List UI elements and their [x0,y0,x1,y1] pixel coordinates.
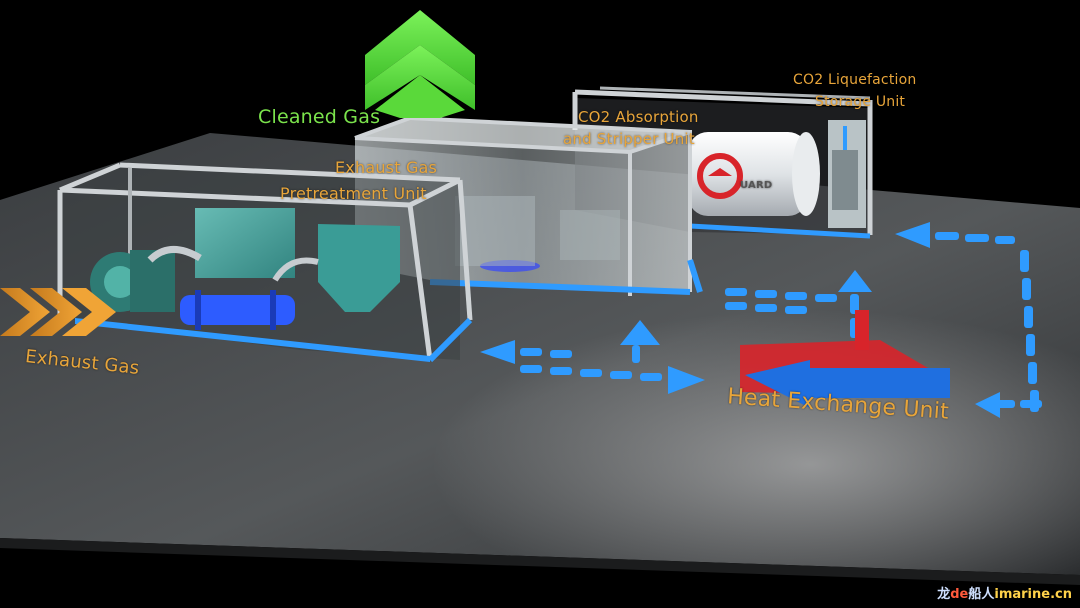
watermark-de: de [950,587,969,602]
pretreatment-label-line1: Exhaust Gas [335,158,438,177]
hopper [318,224,400,312]
liquefaction-label-line1: CO2 Liquefaction [793,72,917,88]
watermark-en: imarine.cn [994,587,1072,602]
watermark: 龙de船人imarine.cn [937,583,1072,602]
cleaned-gas-label: Cleaned Gas [258,106,381,128]
exhaust-gas-pretreatment-unit [57,162,473,363]
co2-storage-tank [688,132,820,216]
heat-exchange-unit [740,310,950,408]
pretreatment-tank [195,208,295,278]
floor-edge [0,538,1080,585]
cleaned-gas-arrow [365,10,475,118]
flow-arrows [480,222,1042,418]
tube-heat-exchanger [180,290,295,330]
tank-logo-text: UARD [740,180,773,191]
exhaust-gas-arrow [0,288,116,336]
watermark-zh2: 船人 [968,587,995,602]
absorption-label-line1: CO2 Absorption [578,108,699,126]
pretreatment-label-line2: Pretreatment Unit [280,184,427,203]
liquefaction-label-line2: Storage Unit [815,94,906,110]
watermark-zh: 龙 [937,587,951,602]
absorption-label-line2: and Stripper Unit [563,130,695,148]
